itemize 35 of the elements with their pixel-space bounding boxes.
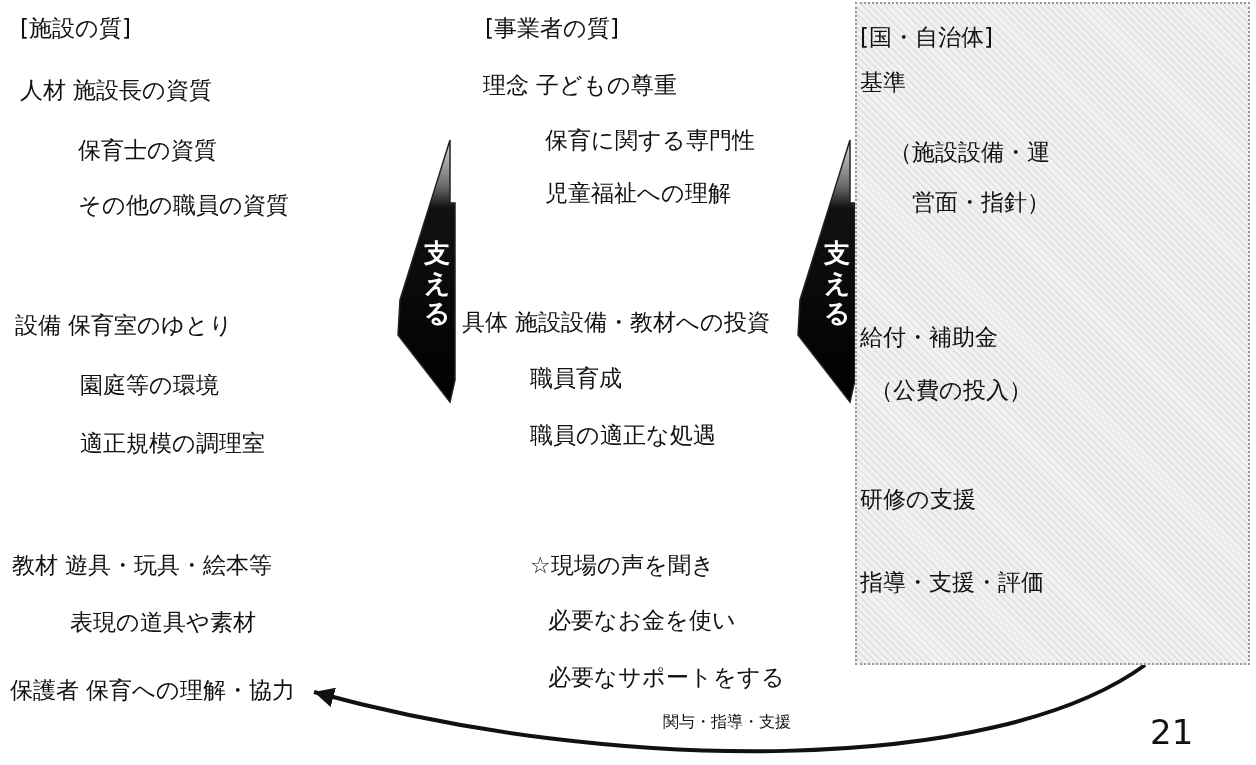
item-text: 職員の適正な処遇 <box>530 421 716 450</box>
block-arrow <box>797 139 856 404</box>
item-text: ☆現場の声を聞き <box>530 551 715 580</box>
item-text: 表現の道具や素材 <box>70 608 256 637</box>
page-number: 21 <box>1150 712 1194 752</box>
column-heading: [事業者の質] <box>485 14 619 43</box>
item-text: （施設設備・運営面・指針） <box>888 138 1050 217</box>
item-text: 必要なお金を使い <box>548 606 736 635</box>
item-text: 人材 施設長の資質 <box>20 76 213 105</box>
item-text: 必要なサポートをする <box>548 663 785 692</box>
item-text: 保育に関する専門性 <box>545 126 755 155</box>
edge-label: 関与・指導・支援 <box>660 712 794 733</box>
item-text: （公費の投入） <box>870 376 1032 405</box>
panel-background <box>855 2 1250 665</box>
item-text: 給付・補助金 <box>860 323 998 352</box>
column-heading: [国・自治体] <box>860 23 993 52</box>
item-text: 児童福祉への理解 <box>545 179 731 208</box>
item-text: 園庭等の環境 <box>80 371 219 400</box>
item-text: 指導・支援・評価 <box>860 568 1044 597</box>
item-text: 保護者 保育への理解・協力 <box>10 676 296 705</box>
item-text: 理念 子どもの尊重 <box>483 71 678 100</box>
block-arrow <box>397 139 456 404</box>
column-heading: [施設の質] <box>20 14 131 43</box>
edge-label: 支える <box>423 238 451 328</box>
item-text: 設備 保育室のゆとり <box>15 311 234 340</box>
item-text: 適正規模の調理室 <box>80 429 265 458</box>
item-text: 教材 遊具・玩具・絵本等 <box>12 551 273 580</box>
item-text: その他の職員の資質 <box>78 191 289 220</box>
item-text: 基準 <box>860 68 906 97</box>
item-text: 保育士の資質 <box>78 136 217 165</box>
item-text: 研修の支援 <box>860 485 976 514</box>
item-text: 職員育成 <box>530 364 622 393</box>
edge-label: 支える <box>823 238 851 328</box>
item-text: 具体 施設設備・教材への投資 <box>462 308 771 337</box>
curved-arrow <box>313 663 1147 753</box>
